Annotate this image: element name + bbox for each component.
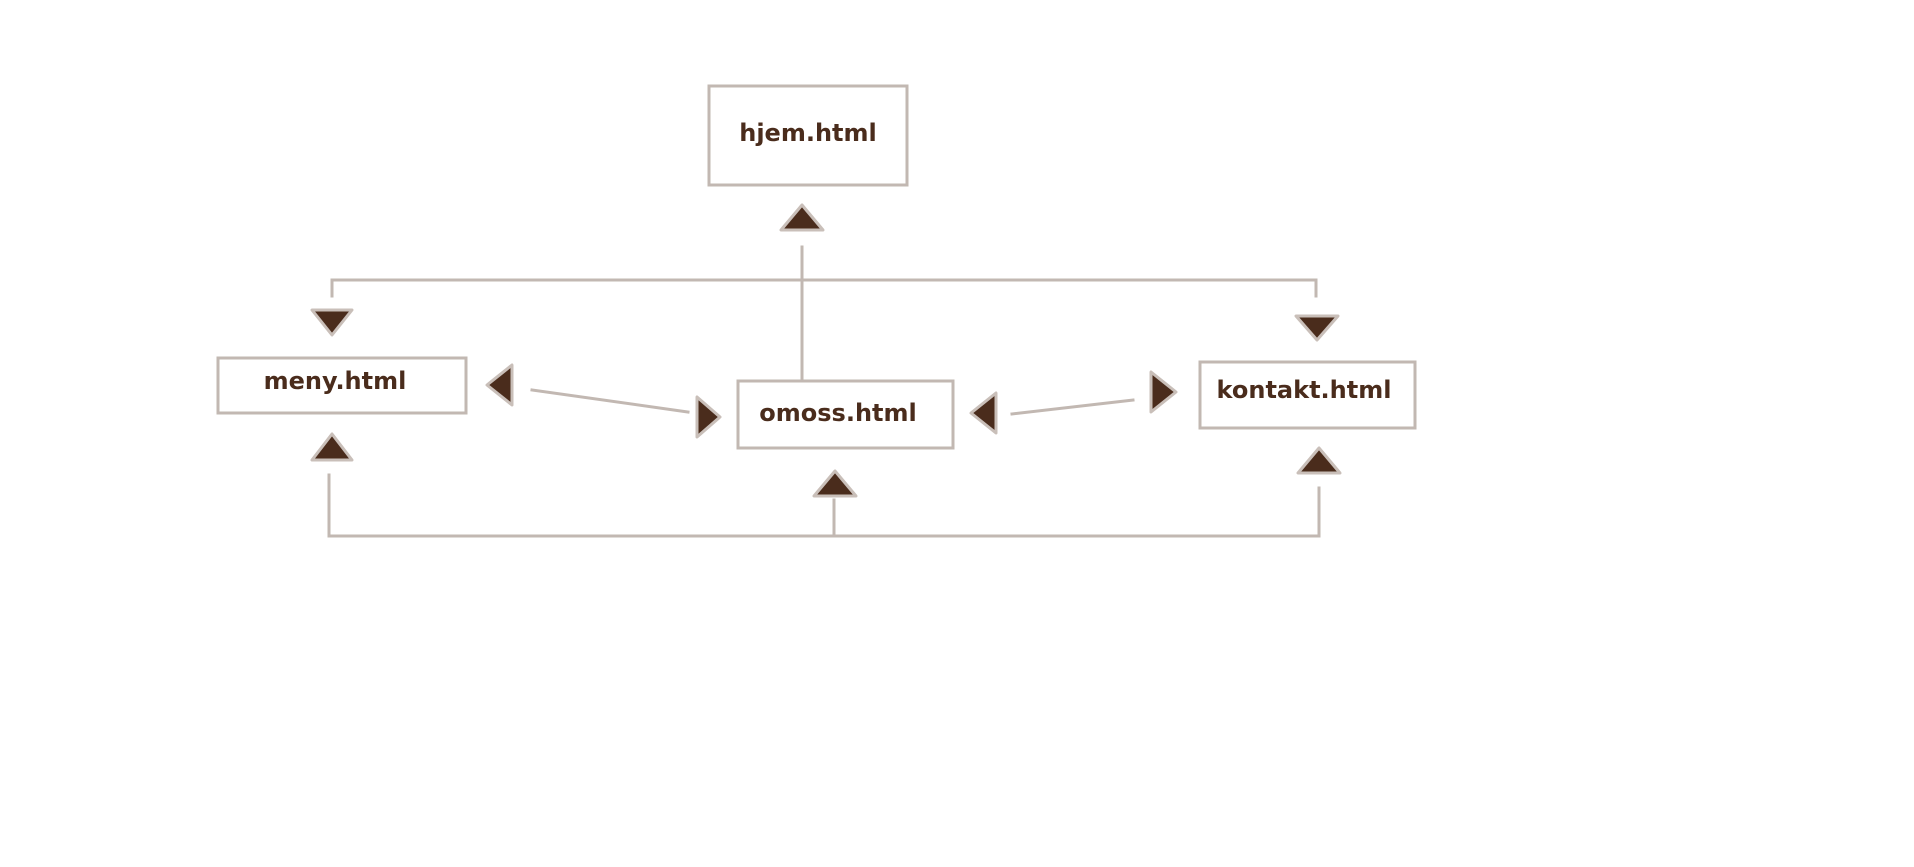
node-hjem: hjem.html bbox=[707, 84, 909, 187]
arrow-right-to-omoss bbox=[695, 395, 722, 439]
arrow-left-to-omoss bbox=[969, 391, 998, 435]
bottom-bus-line bbox=[327, 473, 1321, 538]
node-kontakt-label: kontakt.html bbox=[1217, 376, 1392, 404]
node-hjem-label: hjem.html bbox=[739, 119, 877, 147]
node-omoss: omoss.html bbox=[736, 379, 955, 450]
arrow-up-to-kontakt bbox=[1296, 446, 1342, 475]
meny-omoss-line bbox=[530, 388, 690, 414]
connectors bbox=[327, 245, 1321, 538]
node-omoss-box bbox=[736, 379, 955, 450]
arrow-up-to-hjem bbox=[779, 203, 825, 232]
arrowheads bbox=[310, 203, 1342, 498]
node-kontakt-box bbox=[1198, 360, 1417, 430]
arrow-left-to-meny bbox=[485, 363, 514, 407]
node-omoss-label: omoss.html bbox=[759, 399, 916, 427]
arrow-up-to-meny bbox=[310, 432, 354, 462]
arrow-right-to-kontakt bbox=[1149, 370, 1178, 414]
arrow-up-to-omoss bbox=[812, 469, 858, 498]
node-kontakt: kontakt.html bbox=[1198, 360, 1417, 430]
arrow-down-to-meny bbox=[310, 308, 354, 337]
arrow-down-to-kontakt bbox=[1294, 314, 1340, 342]
omoss-kontakt-line bbox=[1010, 398, 1135, 416]
top-bus-line bbox=[330, 278, 1318, 298]
node-hjem-box bbox=[707, 84, 909, 187]
node-meny-label: meny.html bbox=[264, 367, 407, 395]
node-meny-box bbox=[216, 356, 468, 415]
node-meny: meny.html bbox=[216, 356, 468, 415]
